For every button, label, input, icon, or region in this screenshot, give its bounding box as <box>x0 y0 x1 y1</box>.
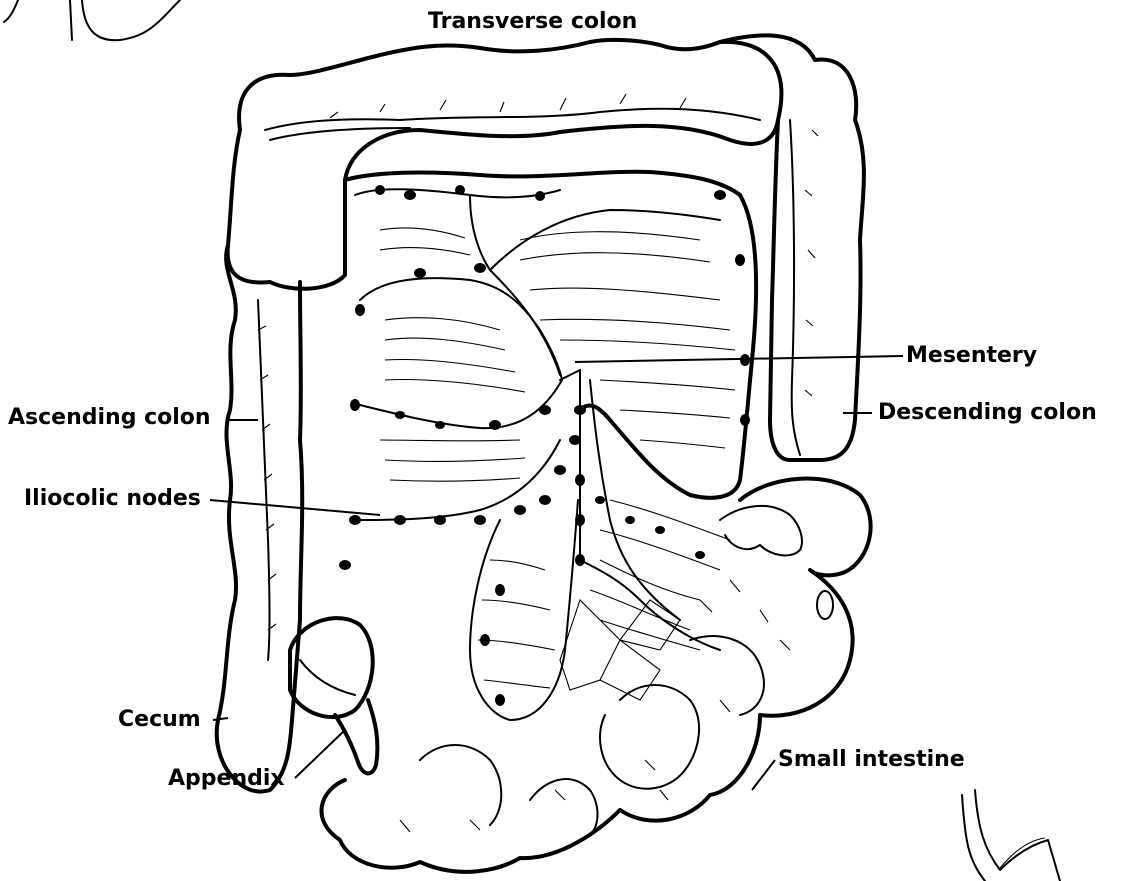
mesentery-label: Mesentery <box>906 345 1037 367</box>
cecum-shape <box>290 618 373 717</box>
small-intestine-leader <box>752 760 775 790</box>
leader-lines <box>210 356 903 790</box>
appendix-leader <box>295 730 345 778</box>
ascending-colon-label: Ascending colon <box>8 407 211 429</box>
small-intestine-shape <box>321 479 870 872</box>
appendix-label: Appendix <box>168 768 285 790</box>
cecum-leader <box>213 718 228 720</box>
small-intestine-label: Small intestine <box>778 749 965 771</box>
iliocolic-nodes-label: Iliocolic nodes <box>24 488 201 510</box>
mesentery-shape <box>339 172 756 720</box>
corner-fragment-top-left <box>4 0 18 22</box>
descending-colon-shape <box>720 35 864 460</box>
transverse-colon-shape <box>228 40 782 289</box>
corner-fragment-bottom-right <box>962 790 1060 881</box>
transverse-colon-label: Transverse colon <box>428 11 637 33</box>
ascending-colon-shape <box>217 245 303 792</box>
cecum-label: Cecum <box>118 709 201 731</box>
corner-fragment-top-left-2 <box>70 0 180 40</box>
iliocolic-nodes-leader <box>210 500 380 515</box>
mesentery-leader <box>575 356 903 362</box>
descending-colon-label: Descending colon <box>878 402 1097 424</box>
